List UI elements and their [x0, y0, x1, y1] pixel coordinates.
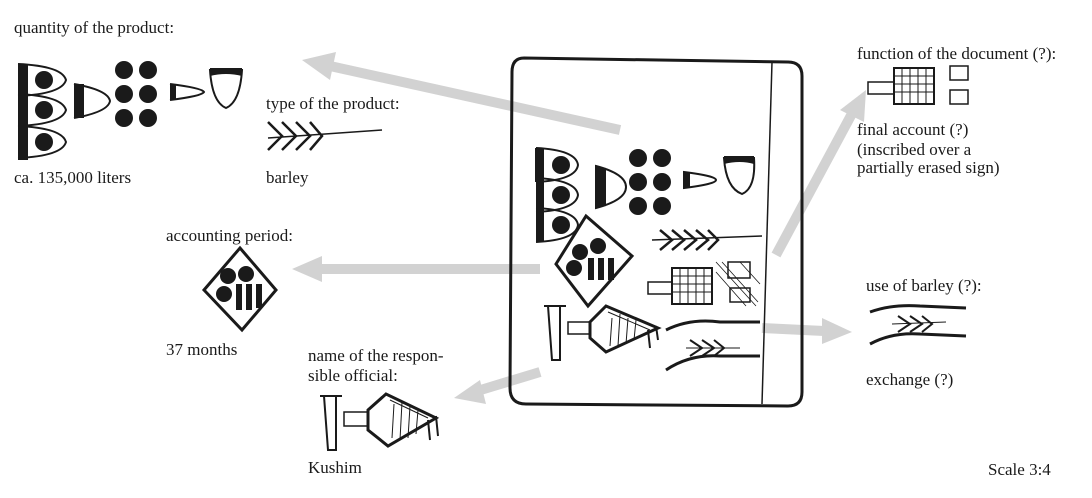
period-value: 37 months — [166, 340, 238, 359]
function-value-line3: partially erased sign) — [857, 158, 1000, 177]
official-title-line2: sible official: — [308, 366, 398, 385]
use-title: use of barley (?): — [866, 276, 982, 295]
clay-tablet-icon — [508, 56, 804, 408]
function-value-line1: final account (?) — [857, 120, 969, 139]
function-value-line2: (inscribed over a — [857, 140, 972, 159]
quantity-title: quantity of the product: — [14, 18, 175, 37]
official-title-line1: name of the respon- — [308, 346, 444, 365]
final-account-sign-icon — [867, 65, 969, 105]
tablet-exchange-sign — [665, 319, 760, 372]
kushim-name-signs-icon — [320, 392, 440, 451]
type-title: type of the product: — [266, 94, 400, 113]
scale-label: Scale 3:4 — [988, 460, 1051, 479]
tablet-barley-sign — [651, 229, 763, 251]
type-value: barley — [266, 168, 309, 187]
exchange-sign-icon — [869, 304, 967, 346]
arrow-to-use — [761, 318, 852, 344]
arrow-to-period — [292, 256, 540, 282]
barley-sign-icon — [267, 121, 383, 151]
arrow-to-quantity — [302, 52, 622, 135]
tablet-period-sign — [554, 213, 635, 309]
tablet-numeral-signs — [535, 147, 756, 243]
function-title: function of the document (?): — [857, 44, 1057, 63]
tablet-kushim-signs — [544, 304, 662, 361]
accounting-period-sign-icon — [201, 245, 278, 333]
use-value: exchange (?) — [866, 370, 954, 389]
period-title: accounting period: — [166, 226, 293, 245]
quantity-numeral-signs-icon — [17, 61, 244, 160]
official-value: Kushim — [308, 458, 362, 477]
arrow-to-function — [771, 90, 866, 258]
tablet-final-account-sign — [647, 261, 761, 307]
quantity-value: ca. 135,000 liters — [14, 168, 132, 187]
arrow-to-official — [454, 367, 542, 404]
